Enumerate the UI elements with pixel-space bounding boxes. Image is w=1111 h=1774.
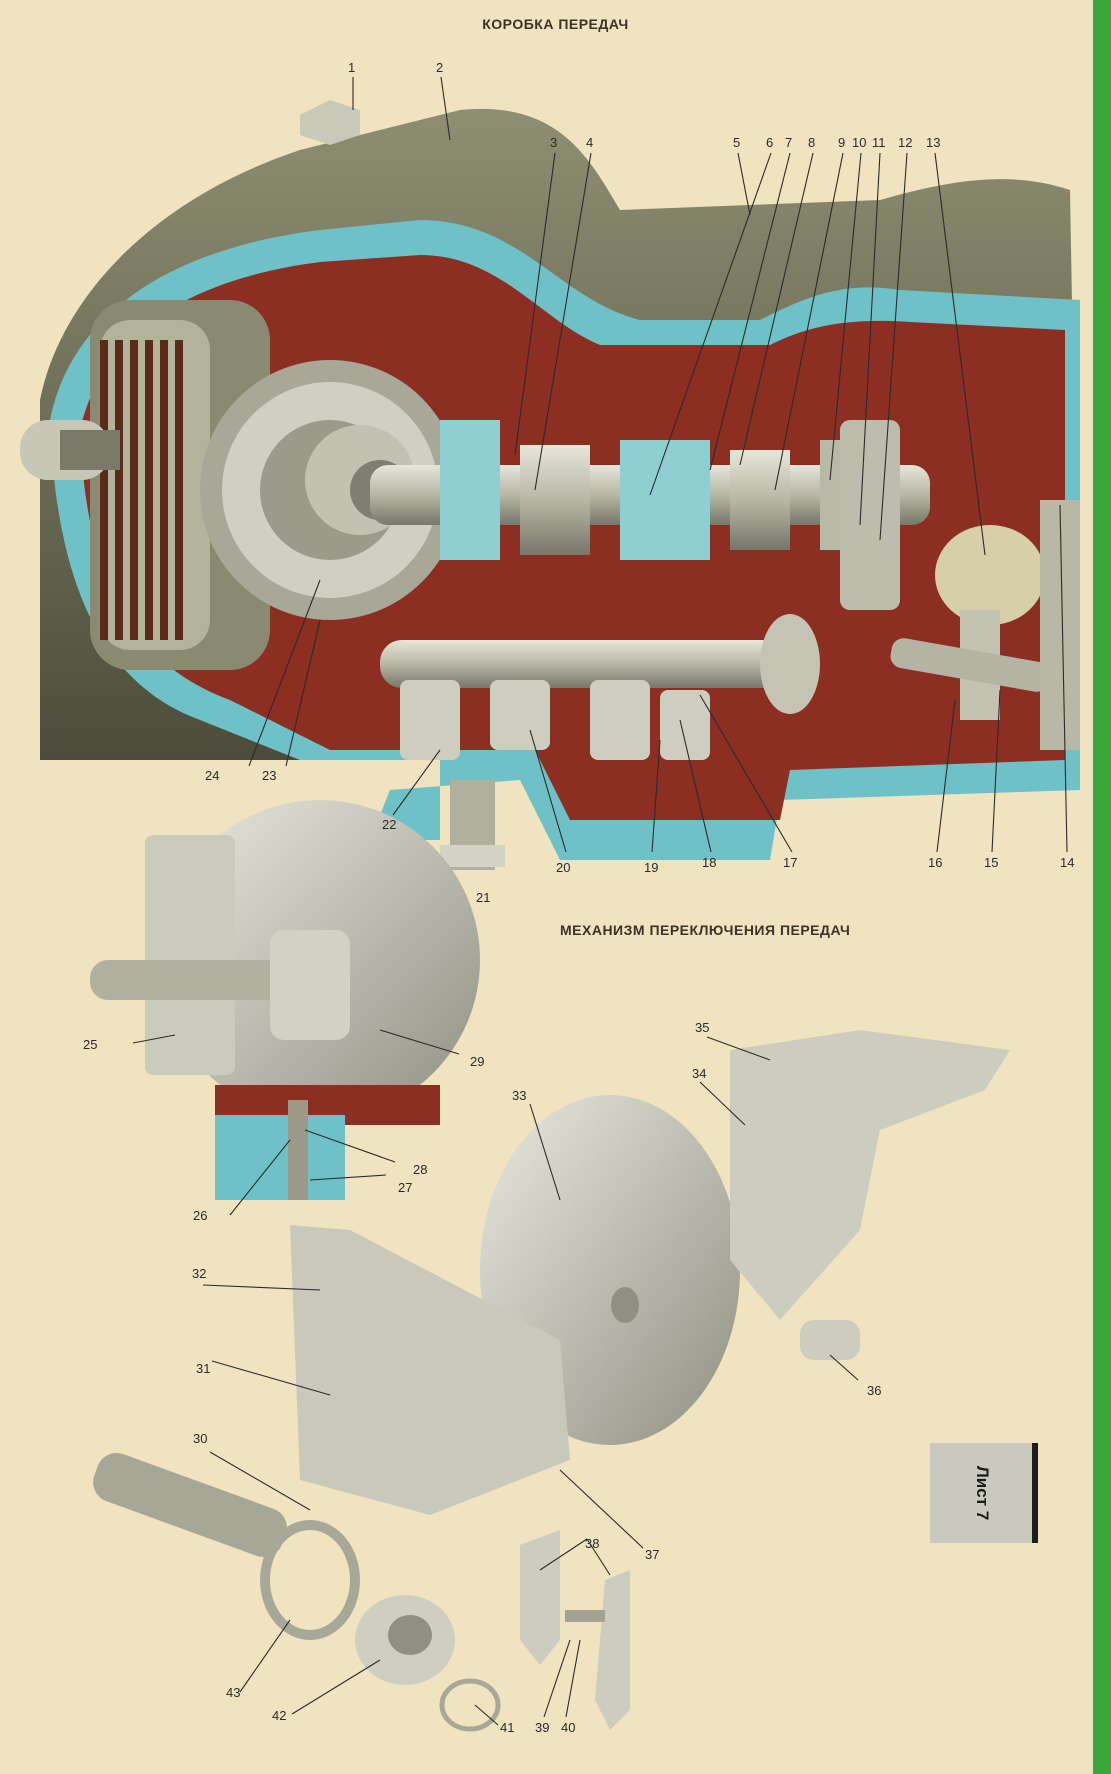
- callout-34: 34: [692, 1066, 707, 1081]
- sheet-label: Лист 7: [973, 1465, 992, 1521]
- callout-22: 22: [382, 817, 397, 832]
- callout-31: 31: [196, 1361, 211, 1376]
- callout-15: 15: [984, 855, 999, 870]
- callout-14: 14: [1060, 855, 1075, 870]
- callout-28: 28: [413, 1162, 428, 1177]
- callout-20: 20: [556, 860, 571, 875]
- gearbox-title: КОРОБКА ПЕРЕДАЧ: [482, 16, 629, 32]
- callout-29: 29: [470, 1054, 485, 1069]
- callout-43: 43: [226, 1685, 241, 1700]
- callout-33: 33: [512, 1088, 527, 1103]
- callout-38: 38: [585, 1536, 600, 1551]
- callout-24: 24: [205, 768, 220, 783]
- callout-12: 12: [898, 135, 913, 150]
- callout-5: 5: [733, 135, 741, 150]
- callout-32: 32: [192, 1266, 207, 1281]
- callout-21: 21: [476, 890, 491, 905]
- callout-4: 4: [586, 135, 594, 150]
- callout-40: 40: [561, 1720, 576, 1735]
- callout-39: 39: [535, 1720, 550, 1735]
- callout-3: 3: [550, 135, 558, 150]
- callout-2: 2: [436, 60, 444, 75]
- callout-30: 30: [193, 1431, 208, 1446]
- callout-16: 16: [928, 855, 943, 870]
- callout-18: 18: [702, 855, 717, 870]
- callout-19: 19: [644, 860, 659, 875]
- callout-25: 25: [83, 1037, 98, 1052]
- callout-35: 35: [695, 1020, 710, 1035]
- filler-cap: [300, 100, 360, 145]
- sheet-label-tab: Лист 7: [930, 1443, 1038, 1543]
- callout-1: 1: [348, 60, 356, 75]
- callout-36: 36: [867, 1383, 882, 1398]
- secondary-shaft: [380, 640, 810, 688]
- callout-23: 23: [262, 768, 277, 783]
- callout-17: 17: [783, 855, 798, 870]
- sheet-label-bar: [1032, 1443, 1038, 1543]
- shift-mechanism-title: МЕХАНИЗМ ПЕРЕКЛЮЧЕНИЯ ПЕРЕДАЧ: [560, 922, 851, 938]
- callout-37: 37: [645, 1547, 660, 1562]
- callout-11: 11: [872, 135, 886, 150]
- callout-13: 13: [926, 135, 941, 150]
- side-stripe: [1093, 0, 1111, 1774]
- callout-9: 9: [838, 135, 846, 150]
- callout-42: 42: [272, 1708, 287, 1723]
- callout-10: 10: [852, 135, 867, 150]
- callout-41: 41: [500, 1720, 515, 1735]
- callout-6: 6: [766, 135, 774, 150]
- callout-8: 8: [808, 135, 816, 150]
- callout-27: 27: [398, 1180, 413, 1195]
- callout-26: 26: [193, 1208, 208, 1223]
- callout-7: 7: [785, 135, 793, 150]
